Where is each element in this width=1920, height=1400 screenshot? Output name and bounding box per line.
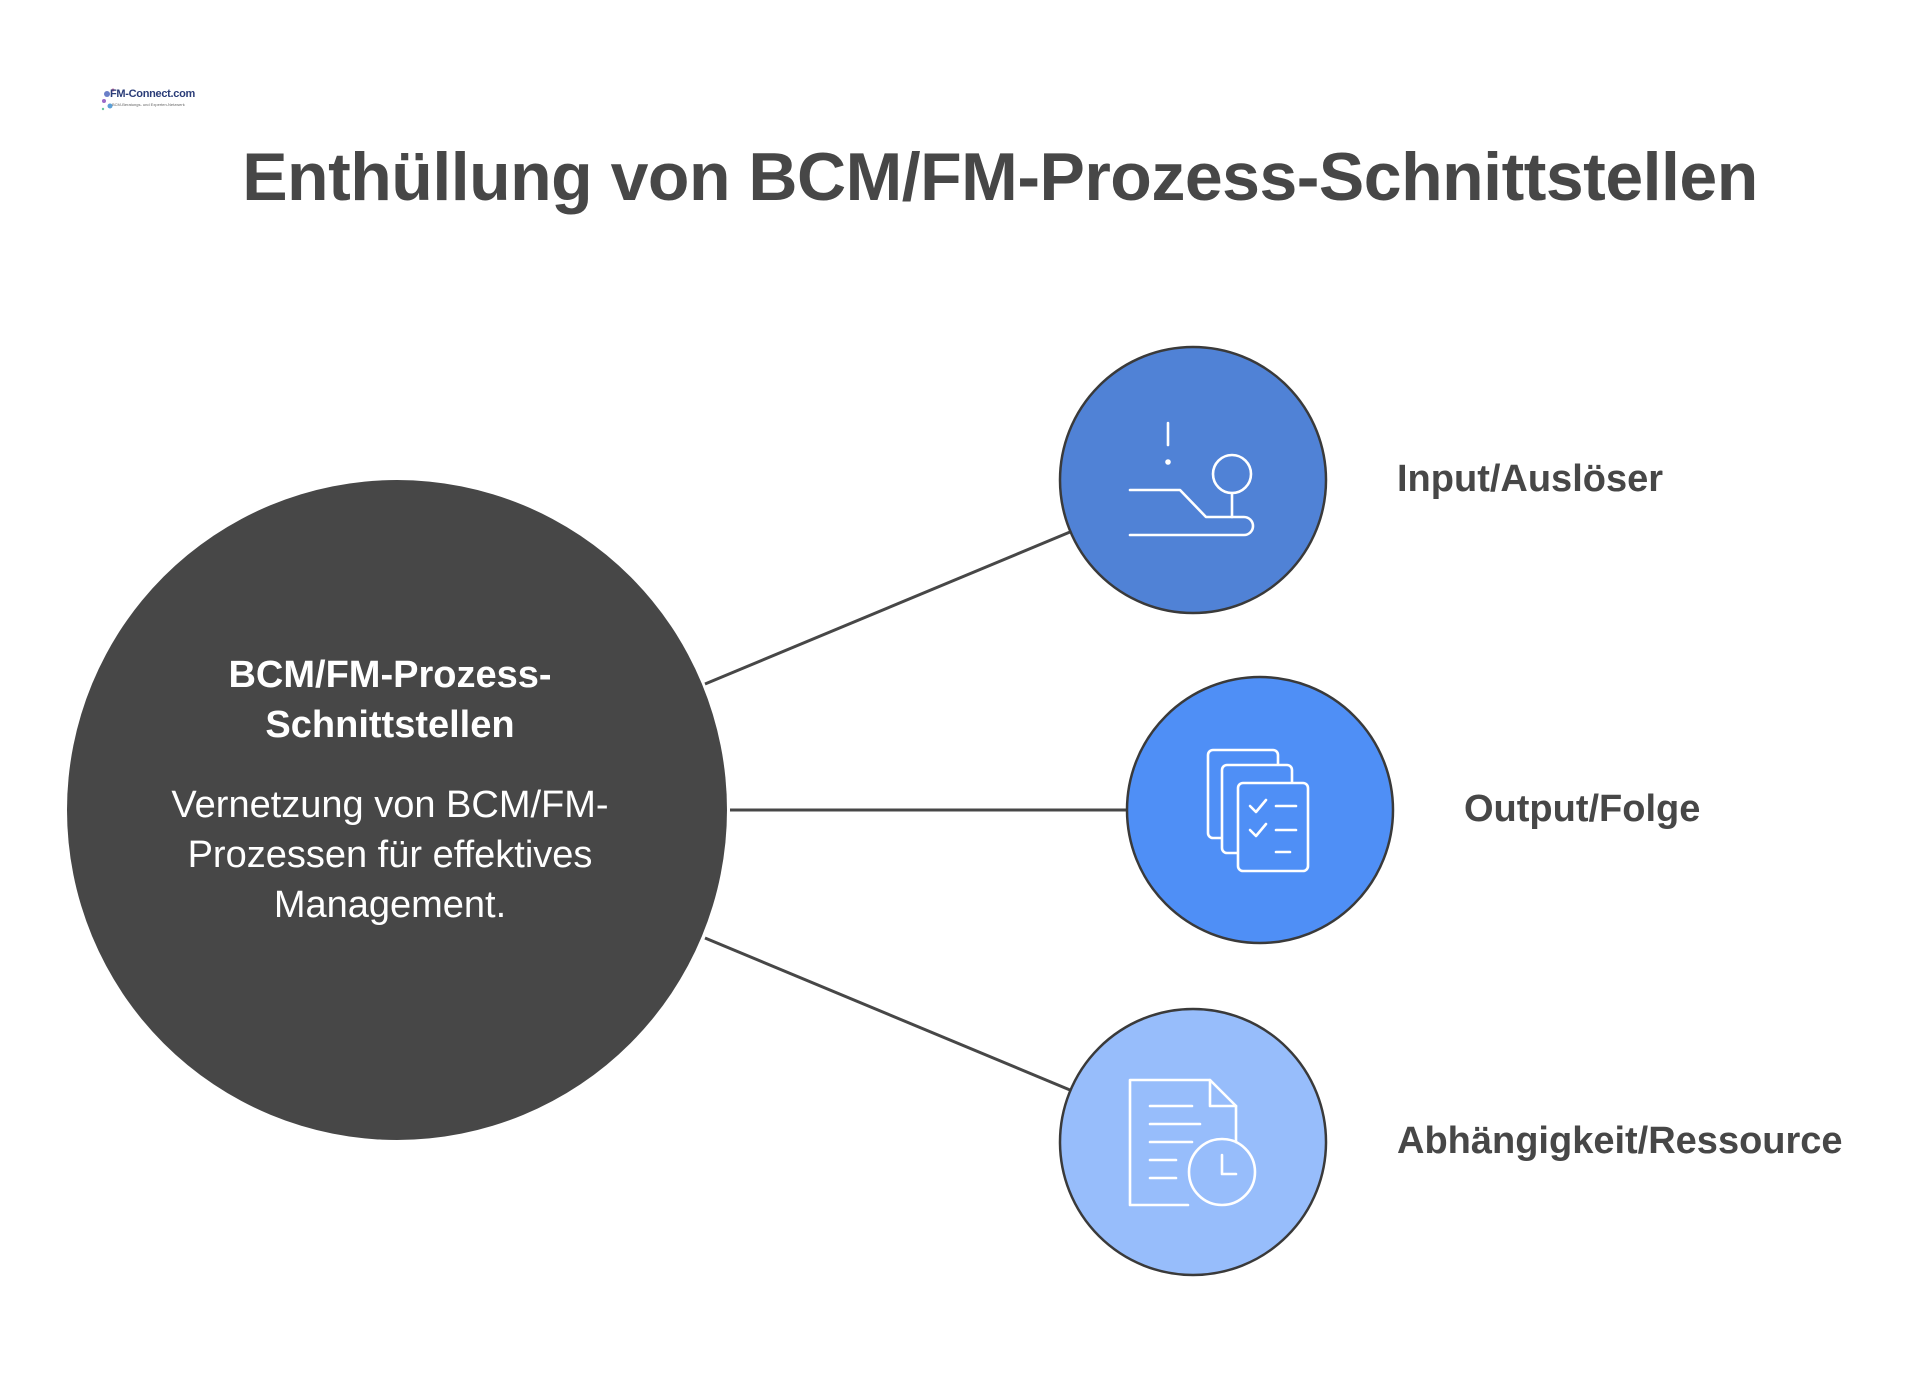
hub-heading: BCM/FM-Prozess-Schnittstellen: [228, 654, 552, 746]
logo-subtext: BCM-Beratungs- und Experten-Netzwerk: [112, 102, 185, 107]
brand-logo: FM-Connect.com BCM-Beratungs- und Expert…: [100, 84, 195, 116]
hub-description: Vernetzung von BCM/FM-Prozessen für effe…: [171, 784, 609, 926]
node-label-dependency: Abhängigkeit/Ressource: [1397, 1120, 1843, 1162]
hub-circle: [67, 480, 727, 1140]
connector-dependency: [704, 936, 1071, 1092]
logo-splash-icon: [101, 88, 115, 111]
node-label-output: Output/Folge: [1464, 788, 1701, 830]
checklist-documents-icon: [1206, 748, 1310, 873]
logo-text: FM-Connect.com: [110, 88, 196, 100]
joystick-alert-icon: [1128, 421, 1255, 537]
page-title: Enthüllung von BCM/FM-Prozess-Schnittste…: [242, 139, 1758, 215]
connector-input: [704, 530, 1071, 686]
node-circle-input: [1058, 345, 1328, 615]
node-label-input: Input/Auslöser: [1397, 458, 1664, 500]
document-clock-icon: [1128, 1078, 1257, 1207]
